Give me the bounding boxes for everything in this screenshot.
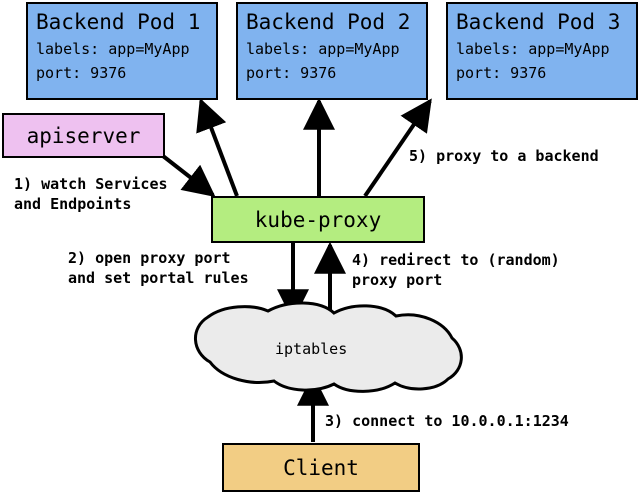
kube-proxy-box[interactable]: kube-proxy: [211, 196, 425, 243]
step-3-line-1: 3) connect to 10.0.0.1:1234: [325, 412, 569, 430]
backend-pod-2-port: port: 9376: [246, 64, 337, 82]
iptables-label: iptables: [275, 340, 348, 358]
backend-pod-2-title: Backend Pod 2: [246, 10, 411, 34]
step-1-label: 1) watch Services and Endpoints: [14, 174, 168, 214]
backend-pod-3-title: Backend Pod 3: [456, 10, 621, 34]
step-5-label: 5) proxy to a backend: [409, 146, 599, 166]
step-4-line-2: proxy port: [352, 271, 443, 289]
kube-proxy-label: kube-proxy: [254, 207, 382, 232]
step-1-line-2: and Endpoints: [14, 195, 132, 213]
apiserver-box[interactable]: apiserver: [2, 113, 165, 158]
backend-pod-1-port: port: 9376: [36, 64, 127, 82]
backend-pod-2-labels: labels: app=MyApp: [246, 40, 400, 58]
step-2-line-2: and set portal rules: [68, 269, 249, 287]
backend-pod-3-port: port: 9376: [456, 64, 547, 82]
step-3-label: 3) connect to 10.0.0.1:1234: [325, 411, 569, 431]
backend-pod-1-title: Backend Pod 1: [36, 10, 201, 34]
client-label: Client: [283, 455, 359, 480]
step-2-line-1: 2) open proxy port: [68, 249, 231, 267]
apiserver-label: apiserver: [26, 123, 141, 148]
arrow-kubeproxy-to-pod3: [363, 98, 432, 198]
step-4-label: 4) redirect to (random) proxy port: [352, 250, 560, 290]
arrow-apiserver-to-kubeproxy: [161, 154, 216, 197]
iptables-cloud-shape: [194, 301, 463, 393]
step-1-line-1: 1) watch Services: [14, 175, 168, 193]
client-box[interactable]: Client: [222, 443, 420, 492]
step-4-line-1: 4) redirect to (random): [352, 251, 560, 269]
step-2-label: 2) open proxy port and set portal rules: [68, 248, 249, 288]
step-5-line-1: 5) proxy to a backend: [409, 147, 599, 165]
backend-pod-3-box[interactable]: Backend Pod 3 labels: app=MyApp port: 93…: [446, 2, 638, 100]
backend-pod-1-labels: labels: app=MyApp: [36, 40, 190, 58]
backend-pod-2-box[interactable]: Backend Pod 2 labels: app=MyApp port: 93…: [236, 2, 428, 100]
backend-pod-3-labels: labels: app=MyApp: [456, 40, 610, 58]
backend-pod-1-box[interactable]: Backend Pod 1 labels: app=MyApp port: 93…: [26, 2, 218, 100]
arrow-kubeproxy-to-pod1: [196, 98, 239, 197]
